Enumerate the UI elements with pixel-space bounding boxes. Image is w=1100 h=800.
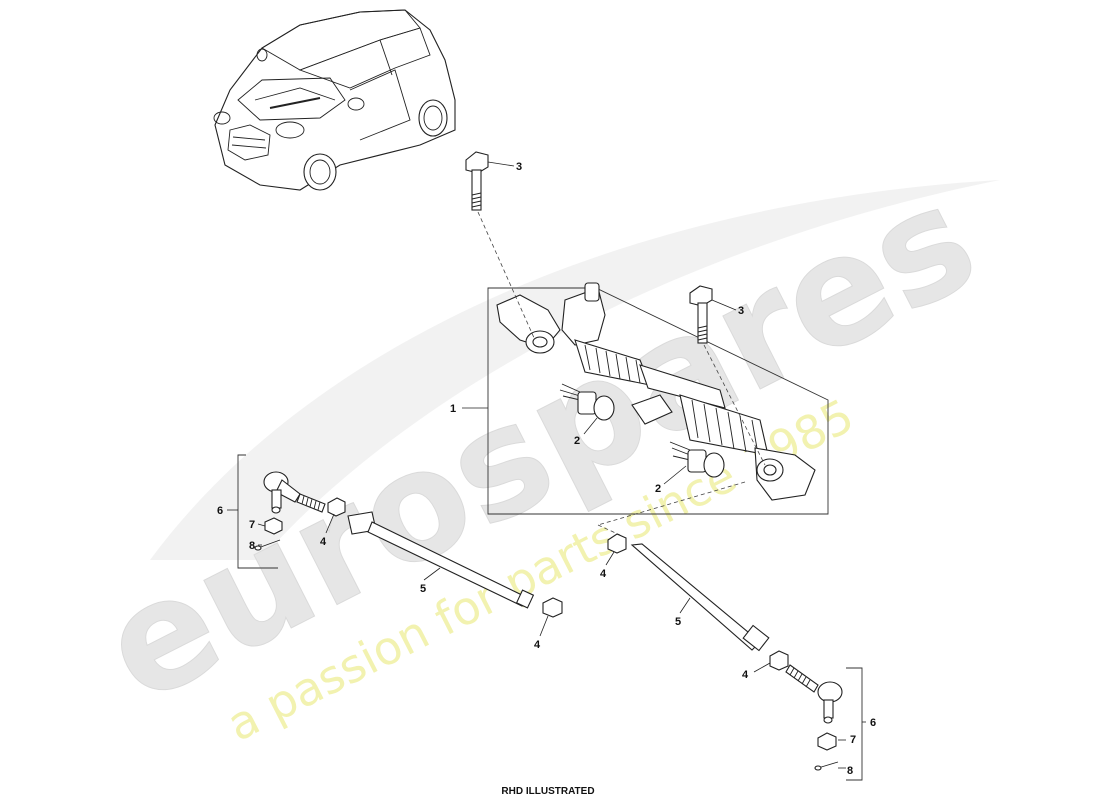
callout-2-upper: 2 [574, 435, 580, 447]
callout-5-left: 5 [420, 583, 426, 595]
callout-3-right: 3 [738, 305, 744, 317]
inner-joint-right [669, 441, 725, 478]
callout-4-right-bottom: 4 [742, 669, 749, 681]
callout-4-right-top: 4 [600, 568, 607, 580]
callout-5-right: 5 [675, 616, 681, 628]
steering-rack-assembly-box [487, 287, 829, 515]
callout-1: 1 [450, 403, 456, 415]
bolt-right [689, 285, 766, 466]
tie-rod-end-left [263, 471, 326, 514]
nut-right-4-top [607, 533, 627, 554]
leader-lines [227, 161, 866, 769]
pin-right-8 [814, 761, 839, 771]
callout-labels: 1 2 2 3 3 6 7 8 4 5 4 4 5 4 6 7 8 [217, 161, 876, 777]
nut-left-4-bottom [542, 597, 563, 618]
vehicle-locator-illustration [213, 9, 456, 191]
watermark: eurospares a passion for parts since 198… [77, 151, 1002, 752]
nut-right-4-bottom [769, 650, 789, 671]
nut-right-7 [817, 732, 837, 751]
callout-7-right: 7 [850, 734, 856, 746]
watermark-swoosh [150, 180, 1000, 560]
callout-8-right: 8 [847, 765, 853, 777]
pin-left-8 [254, 539, 281, 551]
bolt-upper-left [465, 151, 536, 341]
diagram-caption: RHD ILLUSTRATED [501, 786, 594, 797]
nut-left-7 [264, 517, 283, 535]
callout-8-left: 8 [249, 540, 255, 552]
callout-2-lower: 2 [655, 483, 661, 495]
bracket-6-right [846, 667, 863, 781]
nut-left-4-top [327, 497, 346, 517]
tie-rod-left [347, 511, 535, 609]
steering-rack [496, 282, 816, 501]
bracket-6-left [237, 454, 278, 569]
callout-3-upper: 3 [516, 161, 522, 173]
callout-6-left: 6 [217, 505, 223, 517]
inner-joint-left [559, 383, 615, 421]
callout-6-right: 6 [870, 717, 876, 729]
tie-rod-end-right [785, 664, 843, 724]
callout-7-left: 7 [249, 519, 255, 531]
callout-4-left-bottom: 4 [534, 639, 541, 651]
tie-rod-right [630, 543, 770, 652]
callout-4-left-top: 4 [320, 536, 327, 548]
